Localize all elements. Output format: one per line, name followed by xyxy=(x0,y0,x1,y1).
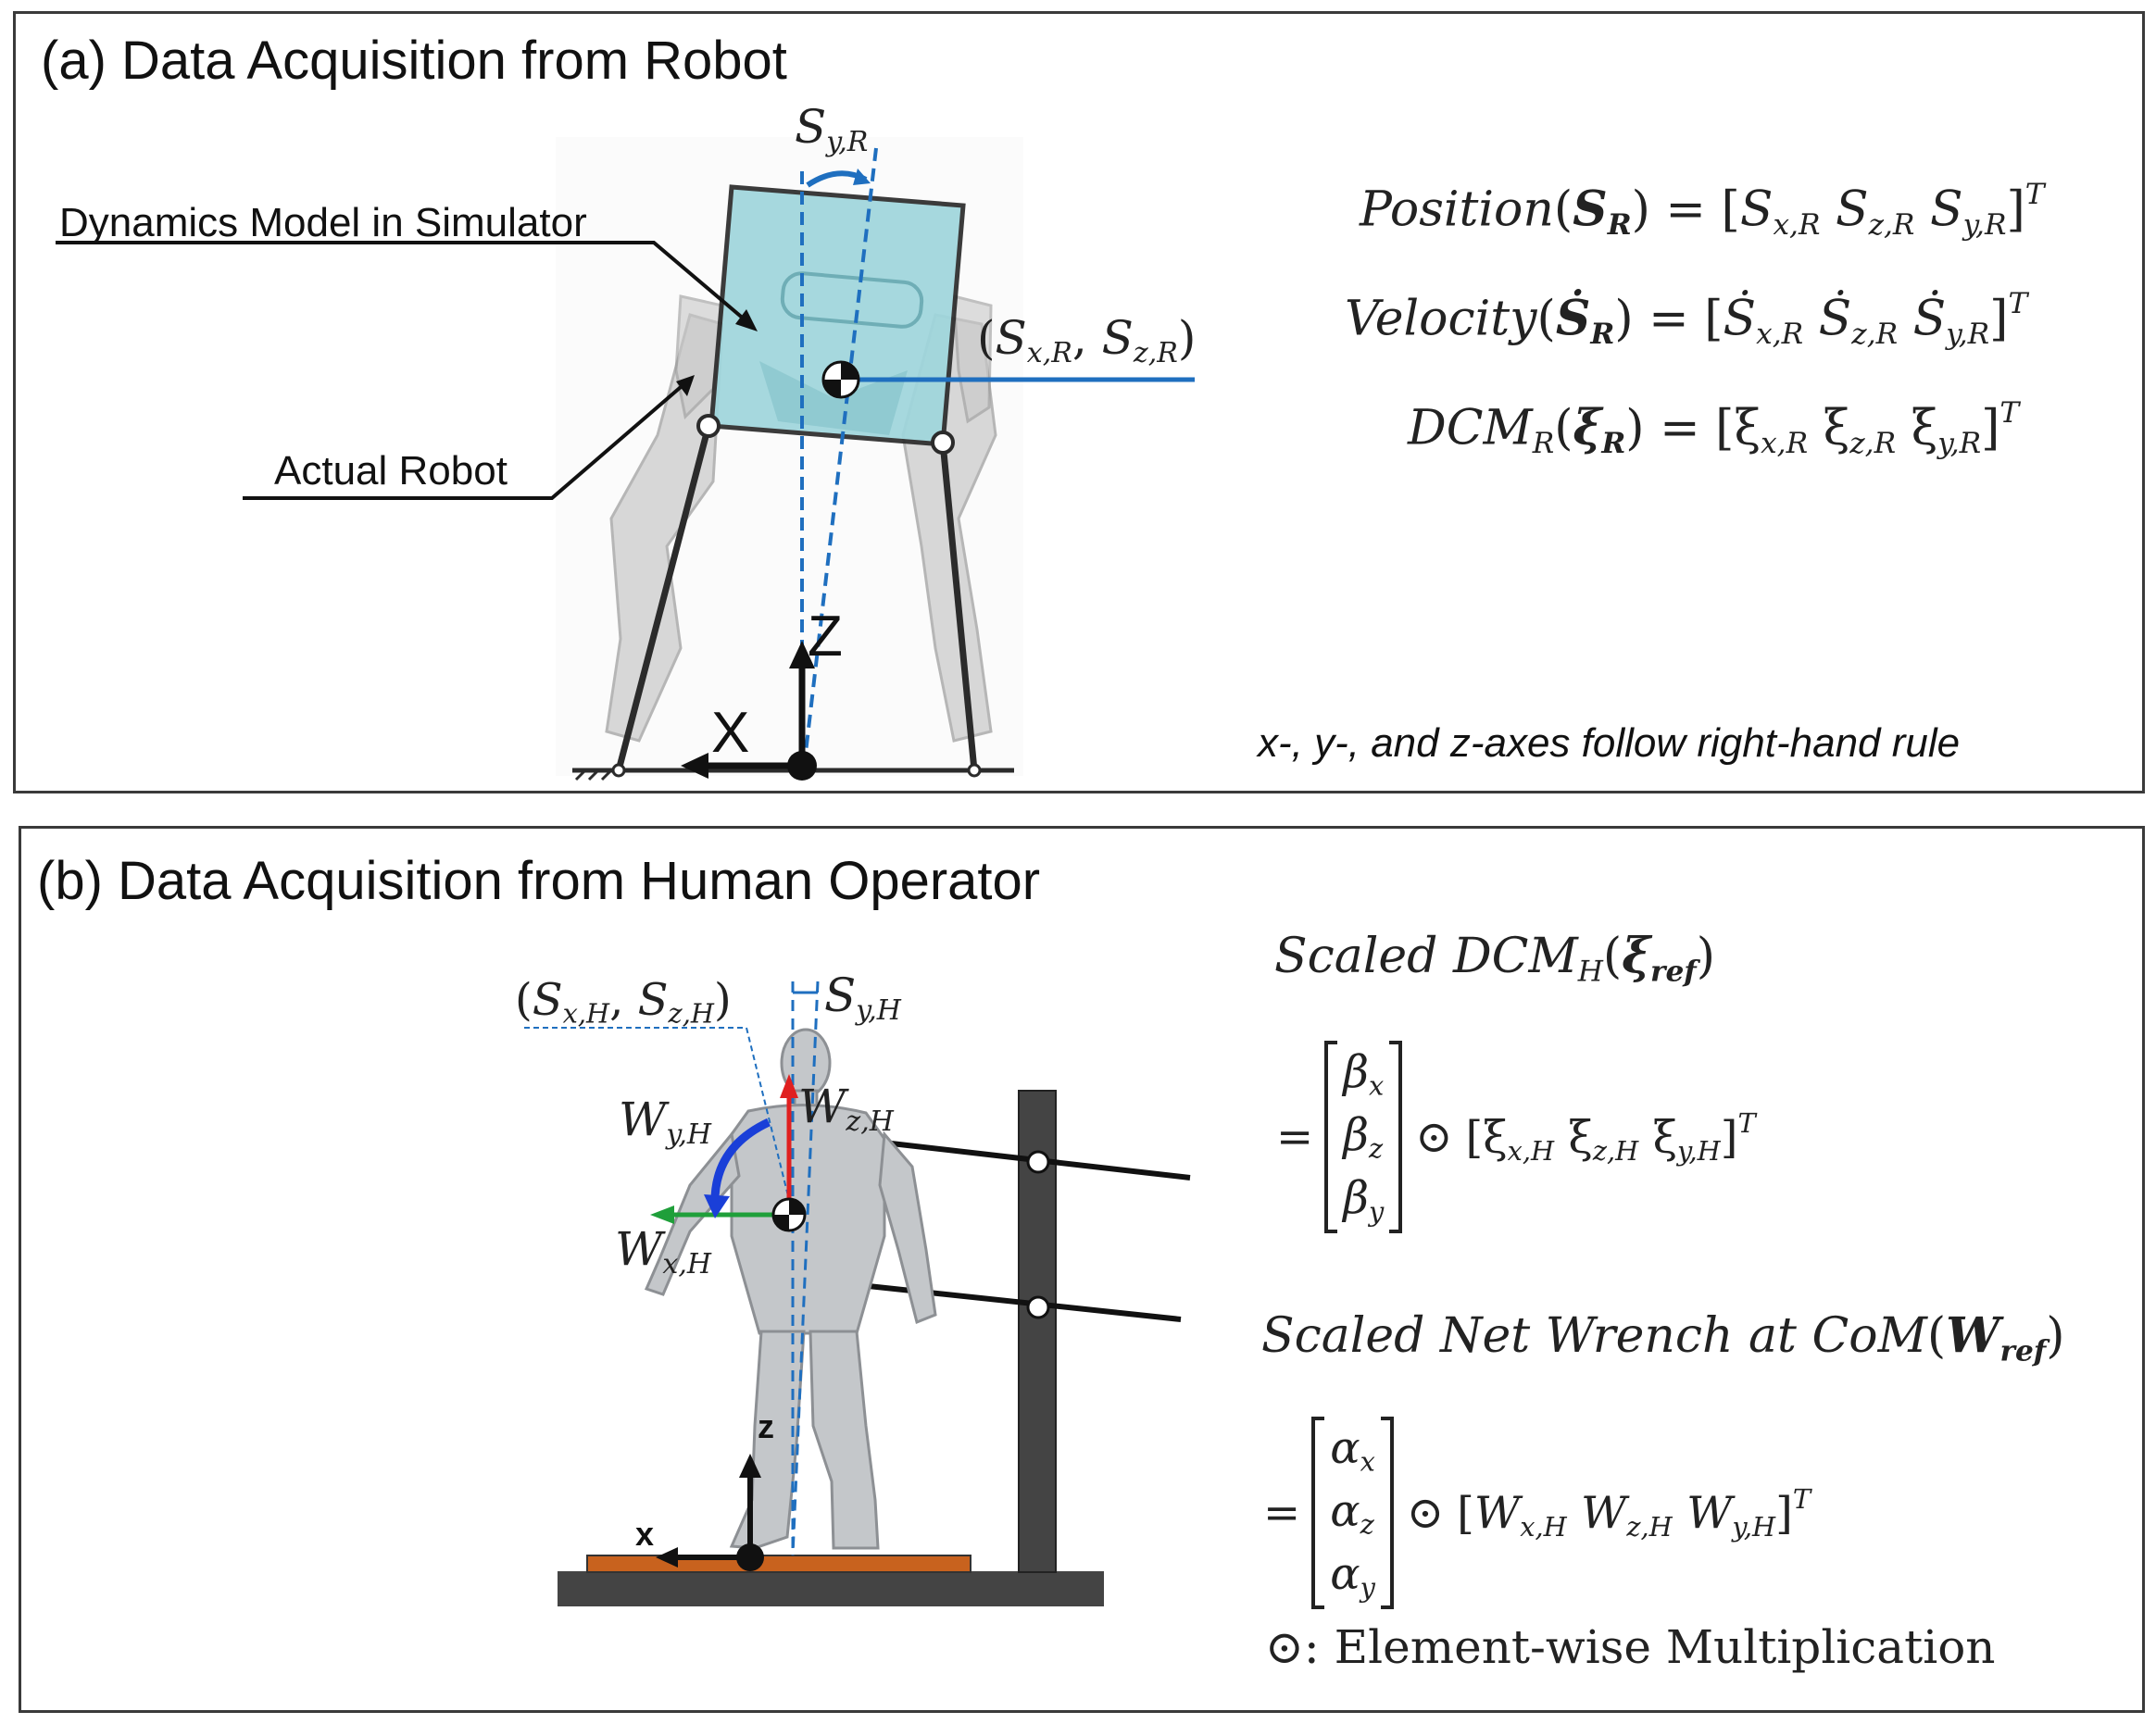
com-marker-icon xyxy=(821,360,860,399)
label-com-robot: (Sx,R, Sz,R) xyxy=(977,311,1197,369)
origin-point xyxy=(787,751,817,781)
label-dynamics-model: Dynamics Model in Simulator xyxy=(59,200,587,245)
label-axis-z: Z xyxy=(808,605,843,668)
label-w-y-h: Wy,H xyxy=(619,1093,712,1151)
robot-callout-line xyxy=(243,380,689,500)
right-hip-joint xyxy=(931,431,955,455)
note-right-hand-rule: x-, y-, and z-axes follow right-hand rul… xyxy=(1258,720,1961,766)
panel-robot xyxy=(13,11,2145,793)
label-actual-robot: Actual Robot xyxy=(274,448,508,493)
model-left-leg xyxy=(615,425,712,771)
panel-human xyxy=(19,826,2145,1713)
human-com-leader xyxy=(524,1027,794,1216)
human-tilt-reference xyxy=(791,981,820,1556)
heading-scaled-dcm: Scaled DCMH(ξref) xyxy=(1274,928,1716,989)
panel-a-title: (a) Data Acquisition from Robot xyxy=(41,31,787,91)
model-callout-line xyxy=(56,241,754,328)
equation-position: Position(SR) = [Sx,R Sz,R Sy,R]T xyxy=(1360,178,2045,242)
equation-dcm-robot: DCMR(ξR) = [ξx,R ξz,R ξy,R]T xyxy=(1408,396,2020,460)
heading-scaled-wrench: Scaled Net Wrench at CoM(Wref) xyxy=(1261,1307,2065,1368)
label-s-y-r: Sy,R xyxy=(795,100,869,158)
label-axis-x: X xyxy=(711,701,750,765)
label-human-axis-z: z xyxy=(758,1407,774,1445)
equation-velocity: Velocity(ṠR) = [Ṡx,R Ṡz,R Ṡy,R]T xyxy=(1345,287,2028,351)
label-com-human: (Sx,H, Sz,H) xyxy=(515,974,732,1030)
railing-post xyxy=(1018,1090,1057,1573)
equation-scaled-dcm: = βx βz βy ⊙ [ξx,H ξz,H ξy,H]T xyxy=(1276,1041,1756,1233)
label-human-axis-x: x xyxy=(635,1515,655,1553)
label-w-x-h: Wx,H xyxy=(615,1222,712,1281)
left-hip-joint xyxy=(696,414,721,438)
label-s-y-h: Sy,H xyxy=(824,968,901,1027)
equation-scaled-wrench: = αx αz αy ⊙ [Wx,H Wz,H Wy,H]T xyxy=(1263,1417,1811,1609)
footnote-element-wise: ⊙: Element-wise Multiplication xyxy=(1265,1620,1996,1674)
platform-base xyxy=(558,1571,1104,1606)
label-w-z-h: Wz,H xyxy=(798,1080,894,1138)
tilt-reference-line xyxy=(802,147,878,769)
model-right-leg xyxy=(939,442,978,771)
wrench-y-rotation-arrow xyxy=(710,1118,771,1206)
human-com-marker-icon xyxy=(771,1197,807,1232)
lower-rail xyxy=(833,1280,1182,1322)
panel-b-title: (b) Data Acquisition from Human Operator xyxy=(37,851,1041,911)
